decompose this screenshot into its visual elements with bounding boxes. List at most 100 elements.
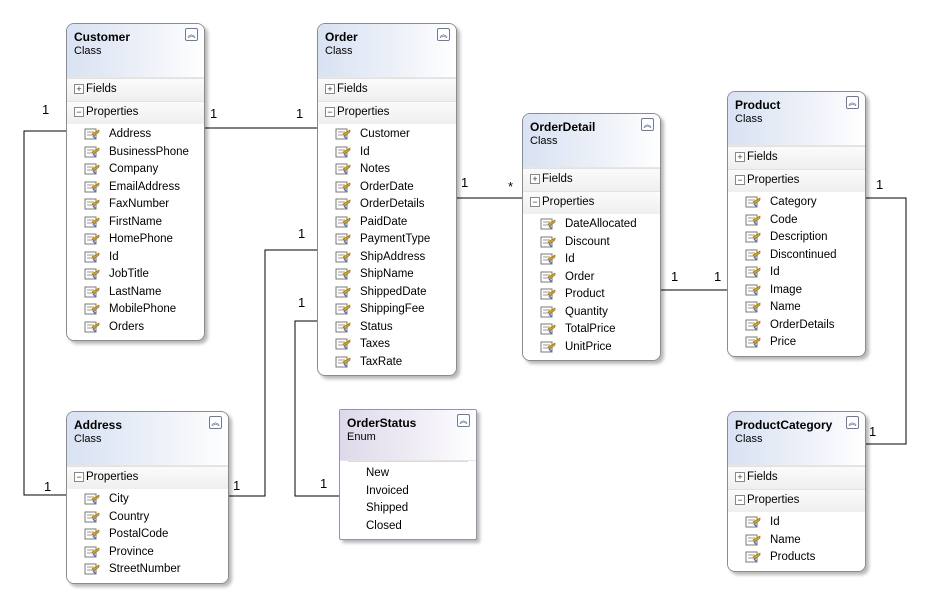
fields-section-header[interactable]: + Fields <box>728 146 865 169</box>
properties-section-header[interactable]: − Properties <box>728 169 865 192</box>
class-shape-order[interactable]: Order Class ︽ + Fields − Properties Cust… <box>317 23 457 376</box>
expand-plus-icon[interactable]: + <box>530 174 540 184</box>
property-row[interactable]: PaymentType <box>318 231 456 249</box>
property-row[interactable]: ShipAddress <box>318 249 456 267</box>
property-row[interactable]: Company <box>67 161 204 179</box>
property-row[interactable]: MobilePhone <box>67 301 204 319</box>
property-row[interactable]: TaxRate <box>318 354 456 372</box>
expand-plus-icon[interactable]: + <box>735 472 745 482</box>
shape-header[interactable]: ProductCategory Class ︽ <box>728 412 865 466</box>
connector-order-orderstatus[interactable] <box>294 320 339 497</box>
class-shape-customer[interactable]: Customer Class ︽ + Fields − Properties A… <box>66 23 205 341</box>
fields-section-header[interactable]: + Fields <box>67 78 204 101</box>
properties-section-header[interactable]: − Properties <box>67 101 204 124</box>
property-row[interactable]: PaidDate <box>318 214 456 232</box>
property-row[interactable]: Address <box>67 126 204 144</box>
expand-plus-icon[interactable]: + <box>74 84 84 94</box>
property-row[interactable]: Id <box>318 144 456 162</box>
collapse-minus-icon[interactable]: − <box>735 495 745 505</box>
enum-value-row[interactable]: New <box>348 465 468 483</box>
property-row[interactable]: Order <box>523 269 660 287</box>
property-row[interactable]: ShippedDate <box>318 284 456 302</box>
property-row[interactable]: OrderDetails <box>728 317 865 335</box>
property-row[interactable]: JobTitle <box>67 266 204 284</box>
property-row[interactable]: Products <box>728 549 865 567</box>
expand-plus-icon[interactable]: + <box>325 84 335 94</box>
property-row[interactable]: UnitPrice <box>523 339 660 357</box>
properties-section-header[interactable]: − Properties <box>523 191 660 214</box>
connector-order-address[interactable] <box>228 249 317 497</box>
property-row[interactable]: Id <box>728 264 865 282</box>
class-shape-product[interactable]: Product Class ︽ + Fields − Properties Ca… <box>727 91 866 357</box>
property-row[interactable]: Name <box>728 532 865 550</box>
property-row[interactable]: Category <box>728 194 865 212</box>
collapse-chevron-icon[interactable]: ︽ <box>457 414 470 427</box>
class-shape-productcategory[interactable]: ProductCategory Class ︽ + Fields − Prope… <box>727 411 866 572</box>
property-row[interactable]: Taxes <box>318 336 456 354</box>
collapse-minus-icon[interactable]: − <box>530 197 540 207</box>
property-row[interactable]: DateAllocated <box>523 216 660 234</box>
property-row[interactable]: BusinessPhone <box>67 144 204 162</box>
shape-header[interactable]: Customer Class ︽ <box>67 24 204 78</box>
property-row[interactable]: Image <box>728 282 865 300</box>
property-row[interactable]: OrderDate <box>318 179 456 197</box>
property-row[interactable]: City <box>67 491 228 509</box>
enum-value-row[interactable]: Shipped <box>348 500 468 518</box>
collapse-minus-icon[interactable]: − <box>74 472 84 482</box>
property-row[interactable]: Discount <box>523 234 660 252</box>
shape-header[interactable]: Address Class ︽ <box>67 412 228 466</box>
property-row[interactable]: PostalCode <box>67 526 228 544</box>
property-row[interactable]: Id <box>67 249 204 267</box>
fields-section-header[interactable]: + Fields <box>523 168 660 191</box>
property-row[interactable]: ShippingFee <box>318 301 456 319</box>
property-row[interactable]: Name <box>728 299 865 317</box>
expand-plus-icon[interactable]: + <box>735 152 745 162</box>
property-row[interactable]: Id <box>523 251 660 269</box>
collapse-chevron-icon[interactable]: ︽ <box>437 28 450 41</box>
property-row[interactable]: Notes <box>318 161 456 179</box>
collapse-chevron-icon[interactable]: ︽ <box>209 416 222 429</box>
collapse-chevron-icon[interactable]: ︽ <box>846 416 859 429</box>
property-row[interactable]: OrderDetails <box>318 196 456 214</box>
property-row[interactable]: ShipName <box>318 266 456 284</box>
collapse-minus-icon[interactable]: − <box>74 107 84 117</box>
property-row[interactable]: StreetNumber <box>67 561 228 579</box>
fields-section-header[interactable]: + Fields <box>728 466 865 489</box>
shape-header[interactable]: OrderDetail Class ︽ <box>523 114 660 168</box>
shape-header[interactable]: Product Class ︽ <box>728 92 865 146</box>
connector-customer-address[interactable] <box>23 130 66 496</box>
property-row[interactable]: Description <box>728 229 865 247</box>
collapse-chevron-icon[interactable]: ︽ <box>185 28 198 41</box>
property-row[interactable]: LastName <box>67 284 204 302</box>
property-row[interactable]: Orders <box>67 319 204 337</box>
enum-value-row[interactable]: Invoiced <box>348 483 468 501</box>
property-row[interactable]: Product <box>523 286 660 304</box>
shape-header[interactable]: Order Class ︽ <box>318 24 456 78</box>
collapse-chevron-icon[interactable]: ︽ <box>641 118 654 131</box>
fields-section-header[interactable]: + Fields <box>318 78 456 101</box>
collapse-chevron-icon[interactable]: ︽ <box>846 96 859 109</box>
property-row[interactable]: Quantity <box>523 304 660 322</box>
property-row[interactable]: HomePhone <box>67 231 204 249</box>
property-row[interactable]: Id <box>728 514 865 532</box>
class-shape-orderdetail[interactable]: OrderDetail Class ︽ + Fields − Propertie… <box>522 113 661 361</box>
property-row[interactable]: EmailAddress <box>67 179 204 197</box>
collapse-minus-icon[interactable]: − <box>325 107 335 117</box>
property-row[interactable]: Discontinued <box>728 247 865 265</box>
property-row[interactable]: Country <box>67 509 228 527</box>
property-row[interactable]: FaxNumber <box>67 196 204 214</box>
property-row[interactable]: Province <box>67 544 228 562</box>
collapse-minus-icon[interactable]: − <box>735 175 745 185</box>
property-row[interactable]: Customer <box>318 126 456 144</box>
enum-value-row[interactable]: Closed <box>348 518 468 536</box>
property-row[interactable]: FirstName <box>67 214 204 232</box>
shape-header[interactable]: OrderStatus Enum ︽ <box>340 410 476 461</box>
properties-section-header[interactable]: − Properties <box>728 489 865 512</box>
properties-section-header[interactable]: − Properties <box>318 101 456 124</box>
connector-product-productcategory[interactable] <box>864 197 907 445</box>
properties-section-header[interactable]: − Properties <box>67 466 228 489</box>
property-row[interactable]: TotalPrice <box>523 321 660 339</box>
property-row[interactable]: Code <box>728 212 865 230</box>
